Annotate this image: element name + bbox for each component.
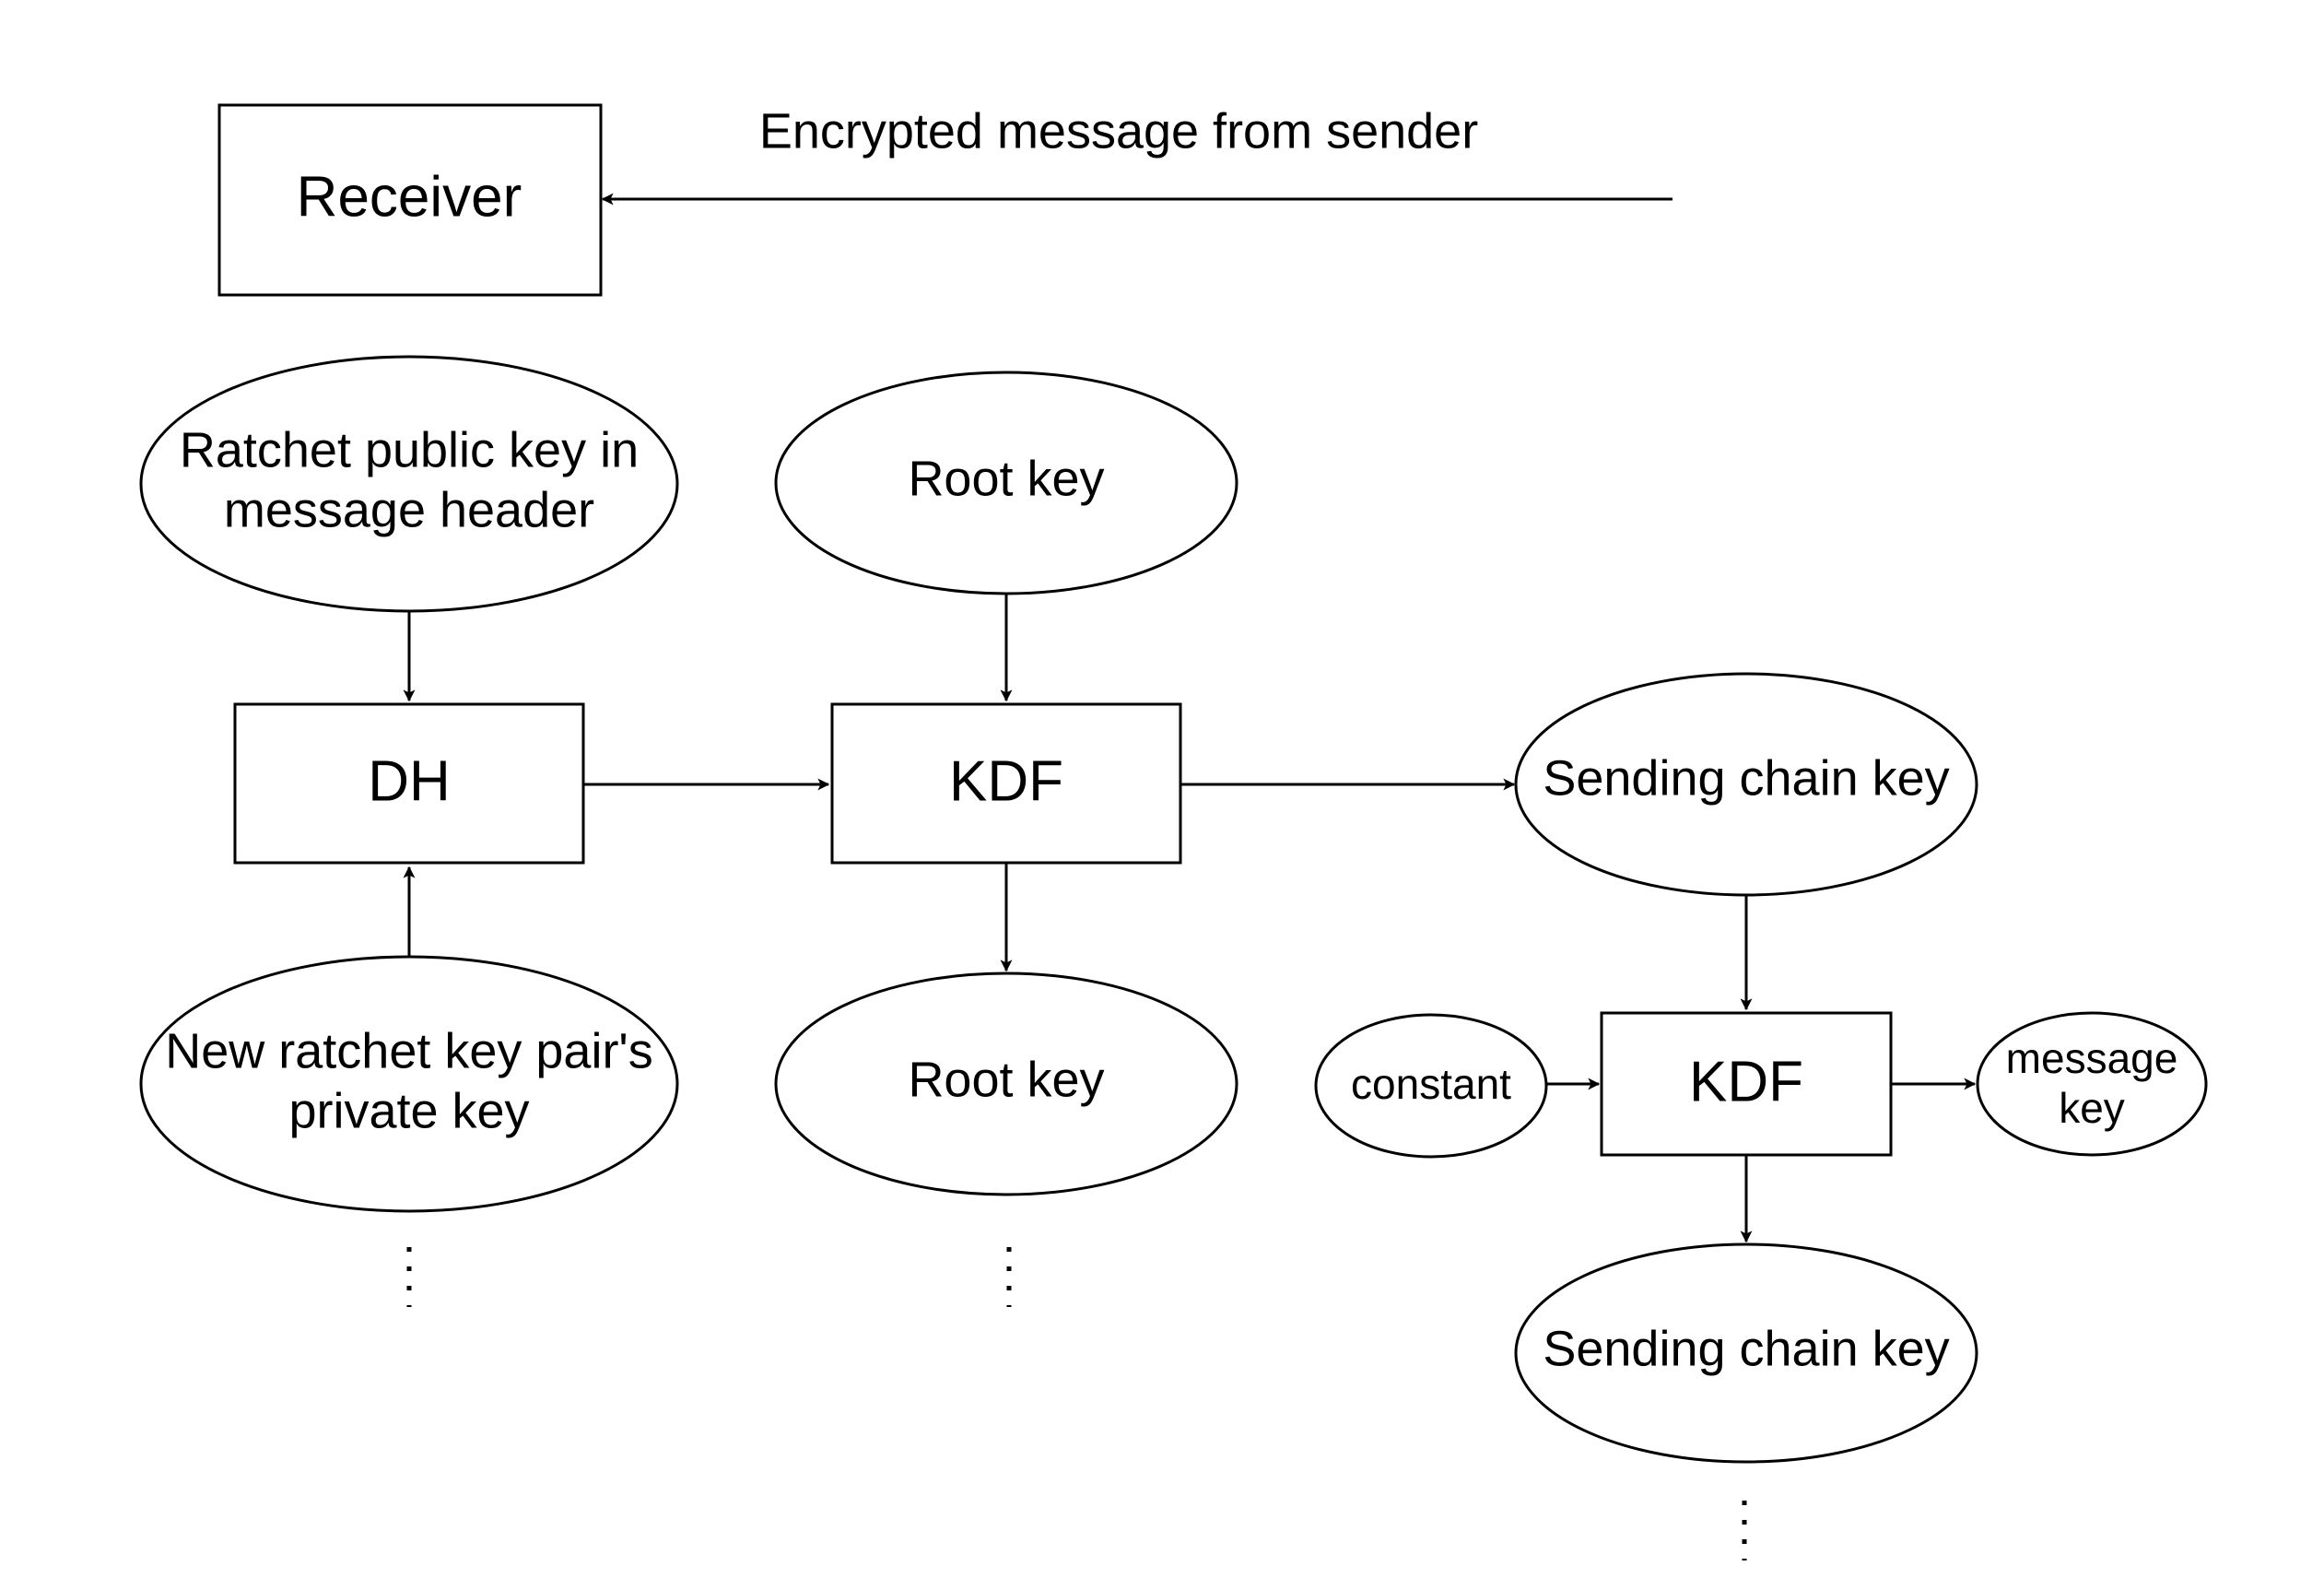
receiver-label: Receiver: [297, 165, 522, 229]
sending-chain-key-next-ellipse: [1514, 1242, 1978, 1464]
message-key-label-line-2: key: [2059, 1084, 2125, 1132]
root-key-top-label: Root key: [908, 451, 1104, 506]
constant-ellipse: [1314, 1013, 1548, 1159]
root-key-bottom-label: Root key: [908, 1052, 1104, 1107]
message-key-label-line-1: message: [2006, 1034, 2178, 1082]
root-key-bottom-ellipse: [774, 972, 1238, 1196]
dh-box: [233, 702, 585, 865]
header-label: Encrypted message from sender: [759, 103, 1478, 159]
dh-label: DH: [368, 749, 451, 813]
sending-chain-key-next-label: Sending chain key: [1543, 1321, 1949, 1376]
receiver-box: [217, 103, 603, 297]
new-private-key-ellipse: [139, 955, 679, 1213]
new-private-key-label-line-2: private key: [288, 1083, 529, 1138]
kdf-root-label: KDF: [949, 749, 1063, 813]
kdf-chain-box: [1600, 1011, 1893, 1157]
nodes: [139, 103, 2208, 1464]
root-key-top-ellipse: [774, 371, 1238, 595]
edges: [403, 193, 1977, 1243]
sending-chain-key-ellipse: [1514, 672, 1978, 897]
ratchet-public-key-label-line-2: message header: [224, 482, 594, 537]
constant-label: constant: [1351, 1060, 1511, 1108]
labels: Encrypted message from sender Receiver R…: [165, 103, 2177, 1376]
ratchet-public-key-ellipse: [139, 355, 679, 613]
kdf-root-box: [830, 702, 1182, 865]
kdf-chain-label: KDF: [1689, 1050, 1803, 1113]
sending-chain-key-label: Sending chain key: [1543, 750, 1949, 806]
ratchet-public-key-label-line-1: Ratchet public key in: [180, 422, 639, 477]
message-key-ellipse: [1976, 1011, 2208, 1157]
new-private-key-label-line-1: New ratchet key pair's: [165, 1023, 653, 1078]
